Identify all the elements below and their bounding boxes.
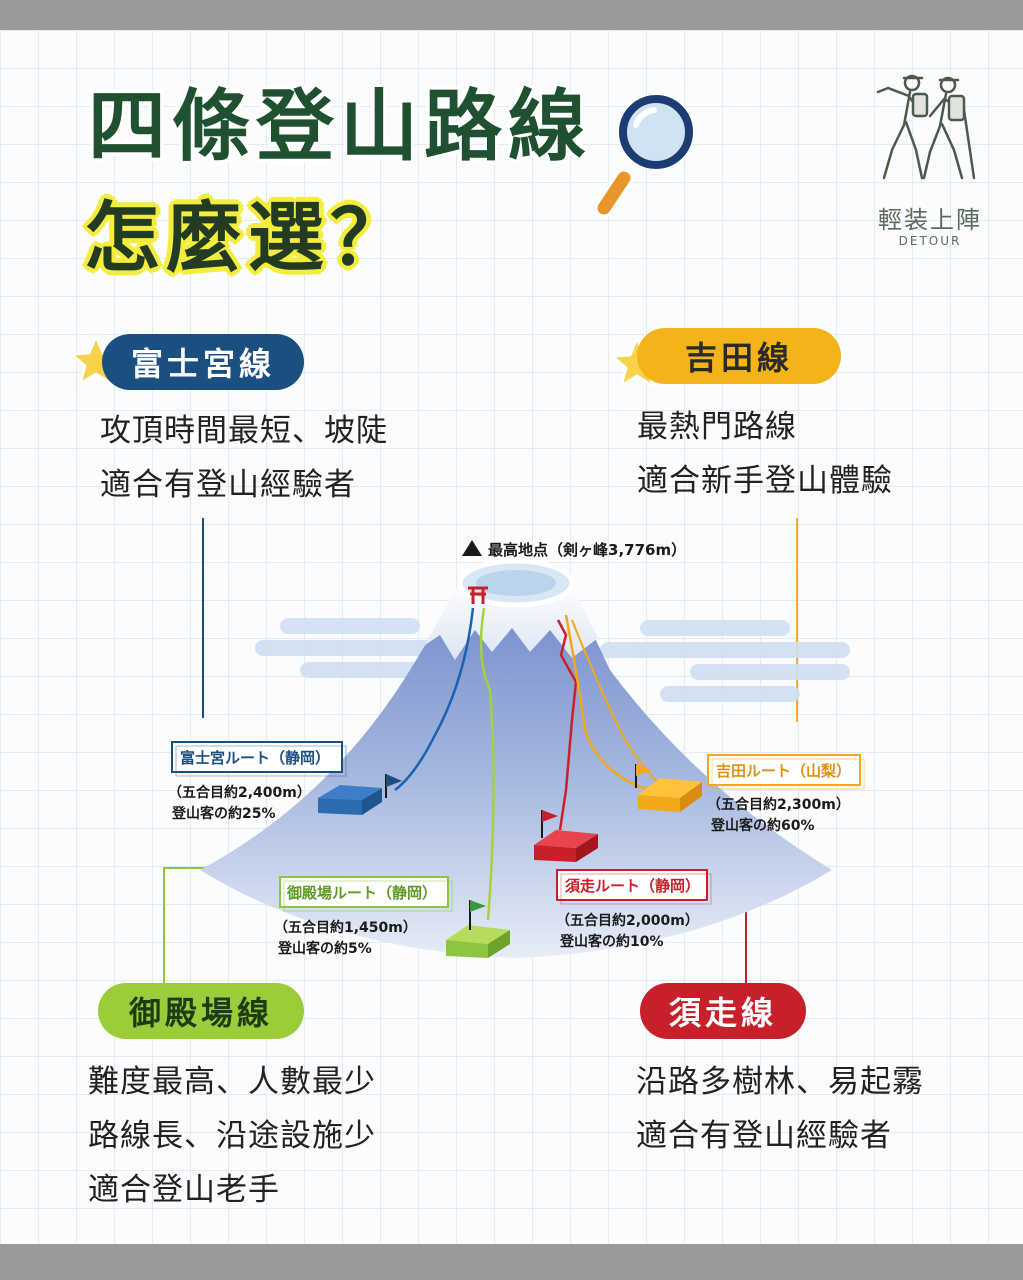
gotemba-desc-line: 適合登山老手 — [88, 1172, 280, 1208]
subashiri-route-label: 須走ルート（静岡） （五合目約2,000m） 登山客の約10% — [556, 869, 712, 950]
subashiri-desc-line: 沿路多樹林、易起霧 — [636, 1064, 924, 1100]
svg-text:御殿場ルート（静岡）: 御殿場ルート（静岡） — [286, 884, 437, 902]
triangle-icon — [462, 540, 482, 556]
svg-text:登山客の約10%: 登山客の約10% — [559, 933, 664, 950]
cloud-right — [600, 620, 850, 702]
mountain-diagram: 最高地点（剣ヶ峰3,776m） — [163, 518, 865, 985]
svg-text:登山客の約5%: 登山客の約5% — [277, 940, 372, 957]
yoshida-description: 最熱門路線 適合新手登山體驗 — [637, 400, 893, 508]
logo-subtitle: DETOUR — [898, 234, 962, 248]
subashiri-trail — [556, 619, 578, 831]
svg-text:（五合目約2,300m）: （五合目約2,300m） — [707, 796, 850, 813]
summit-label: 最高地点（剣ヶ峰3,776m） — [488, 541, 686, 559]
subashiri-pill: 須走線 — [640, 983, 806, 1039]
fujinomiya-pill: 富士宮線 — [102, 334, 304, 390]
svg-text:須走ルート（静岡）: 須走ルート（静岡） — [564, 877, 700, 895]
yoshida-descent-trail — [571, 619, 661, 786]
yoshida-route-label: 吉田ルート（山梨） （五合目約2,300m） 登山客の約60% — [707, 754, 865, 834]
yoshida-trail — [564, 614, 651, 792]
gotemba-pill: 御殿場線 — [98, 983, 304, 1039]
fujinomiya-desc-line: 適合有登山經驗者 — [100, 467, 356, 503]
infographic-card: 四條登山路線 怎麼選？ — [0, 30, 1023, 1244]
mountain-body — [200, 575, 832, 958]
crater-inner — [476, 570, 556, 596]
fujinomiya-route-label: 富士宮ルート（静岡） （五合目約2,400m） 登山客の約25% — [168, 741, 347, 822]
title-line1: 四條登山路線 — [88, 82, 593, 172]
gotemba-desc-line: 難度最高、人數最少 — [88, 1064, 376, 1100]
hikers-logo-icon — [876, 74, 976, 180]
subashiri-desc-line: 適合有登山經驗者 — [636, 1118, 892, 1154]
logo-name: 輕装上陣 — [878, 206, 982, 234]
title-line2: 怎麼選？ — [84, 193, 412, 282]
yoshida-desc-line: 適合新手登山體驗 — [637, 463, 893, 499]
gotemba-desc-line: 路線長、沿途設施少 — [88, 1118, 376, 1154]
svg-text:（五合目約2,000m）: （五合目約2,000m） — [556, 912, 699, 929]
fujinomiya-desc-line: 攻頂時間最短、坡陡 — [100, 413, 388, 449]
svg-text:吉田ルート（山梨）: 吉田ルート（山梨） — [716, 762, 851, 780]
subashiri-description: 沿路多樹林、易起霧 適合有登山經驗者 — [636, 1055, 924, 1163]
fujinomiya-station-icon — [318, 774, 402, 815]
magnifier-icon — [596, 94, 694, 218]
svg-text:登山客の約60%: 登山客の約60% — [710, 817, 815, 834]
gotemba-route-label: 御殿場ルート（静岡） （五合目約1,450m） 登山客の約5% — [274, 876, 453, 957]
svg-text:富士宮ルート（静岡）: 富士宮ルート（静岡） — [180, 749, 330, 767]
subashiri-station-icon — [534, 810, 598, 862]
gotemba-station-icon — [446, 900, 510, 958]
svg-text:（五合目約2,400m）: （五合目約2,400m） — [168, 784, 311, 801]
gotemba-trail — [479, 607, 495, 921]
torii-icon — [468, 586, 488, 604]
svg-text:（五合目約1,450m）: （五合目約1,450m） — [274, 919, 417, 936]
yoshida-station-icon — [635, 764, 702, 812]
brand-logo: 輕装上陣 DETOUR — [860, 70, 1000, 248]
fujinomiya-trail — [394, 607, 475, 791]
fujinomiya-description: 攻頂時間最短、坡陡 適合有登山經驗者 — [100, 404, 388, 512]
yoshida-pill: 吉田線 — [637, 328, 841, 384]
gotemba-description: 難度最高、人數最少 路線長、沿途設施少 適合登山老手 — [88, 1055, 376, 1217]
yoshida-desc-line: 最熱門路線 — [637, 409, 797, 445]
svg-text:登山客の約25%: 登山客の約25% — [171, 805, 276, 822]
